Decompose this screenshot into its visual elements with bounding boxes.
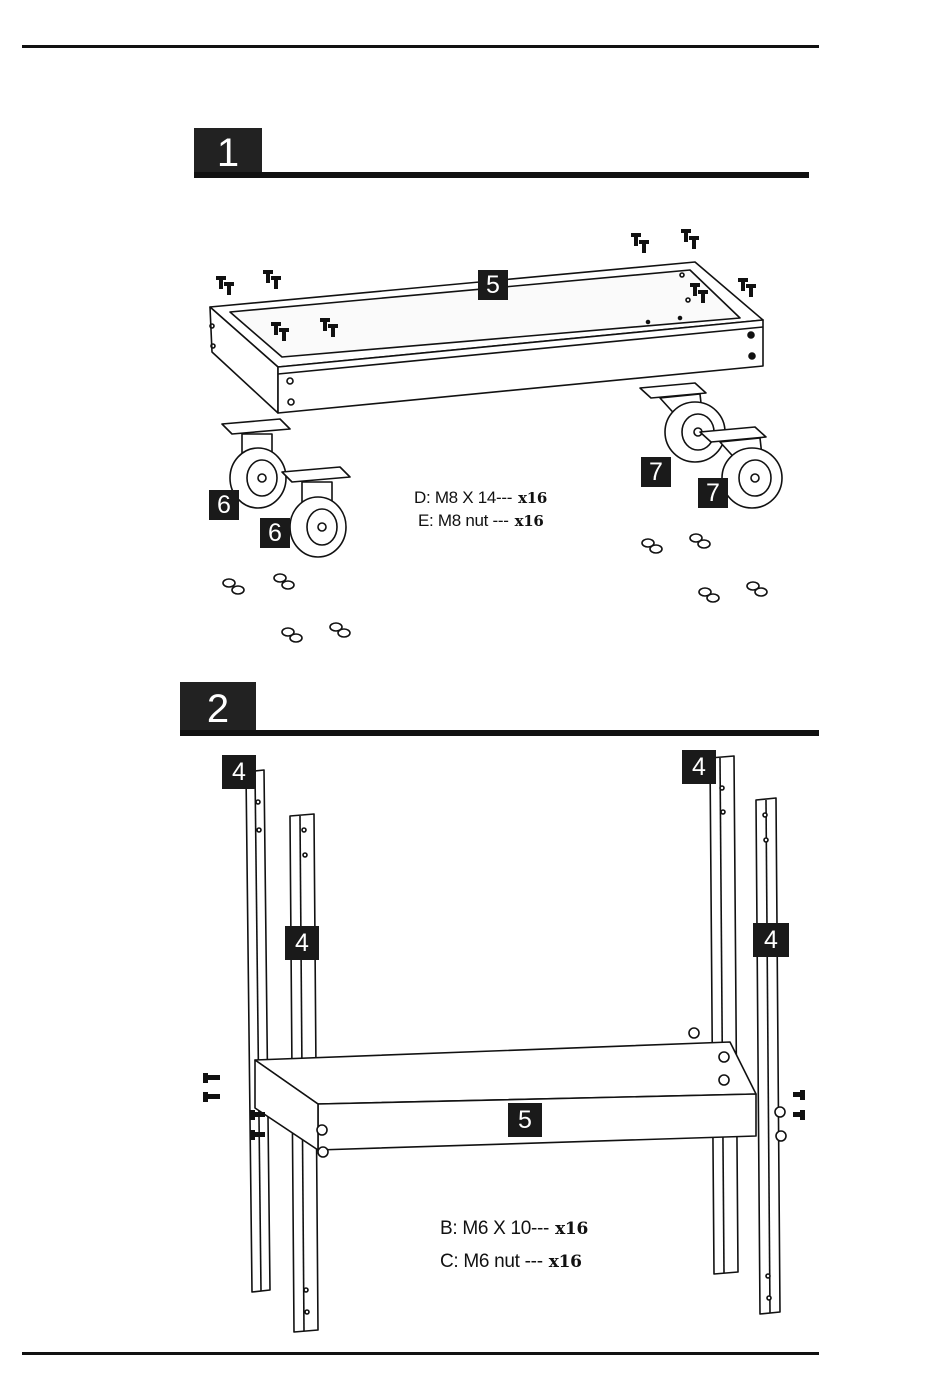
- hardware-c-name: C: M6 nut ---: [440, 1251, 543, 1272]
- hardware-c-line: C: M6 nut --- x16: [440, 1251, 582, 1273]
- part-label-6-right: 6: [260, 518, 290, 548]
- hardware-e-name: E: M8 nut ---: [418, 511, 509, 530]
- hardware-c-qty: x16: [549, 1252, 582, 1272]
- step-2-header-line: [180, 730, 819, 736]
- part-label-7-right: 7: [698, 478, 728, 508]
- step-2-number: 2: [180, 682, 256, 736]
- hardware-b-line: B: M6 X 10--- x16: [440, 1218, 588, 1240]
- part-label-7-left: 7: [641, 457, 671, 487]
- part-label-6-left: 6: [209, 490, 239, 520]
- part-label-4-right-rear: 4: [682, 750, 716, 784]
- part-label-5-step2: 5: [508, 1103, 542, 1137]
- part-label-4-left-front: 4: [285, 926, 319, 960]
- part-label-4-right-front: 4: [753, 923, 789, 957]
- hardware-e-line: E: M8 nut --- x16: [418, 511, 544, 531]
- hardware-d-line: D: M8 X 14--- x16: [414, 488, 547, 508]
- hardware-e-qty: x16: [515, 512, 544, 530]
- hardware-d-name: D: M8 X 14---: [414, 488, 512, 507]
- part-label-5-step1: 5: [478, 270, 508, 300]
- hardware-b-name: B: M6 X 10---: [440, 1218, 549, 1239]
- hardware-d-qty: x16: [518, 489, 547, 507]
- frame-between-legs-illustration: [255, 1028, 786, 1157]
- part-label-4-left-rear: 4: [222, 755, 256, 789]
- hardware-b-qty: x16: [555, 1219, 588, 1239]
